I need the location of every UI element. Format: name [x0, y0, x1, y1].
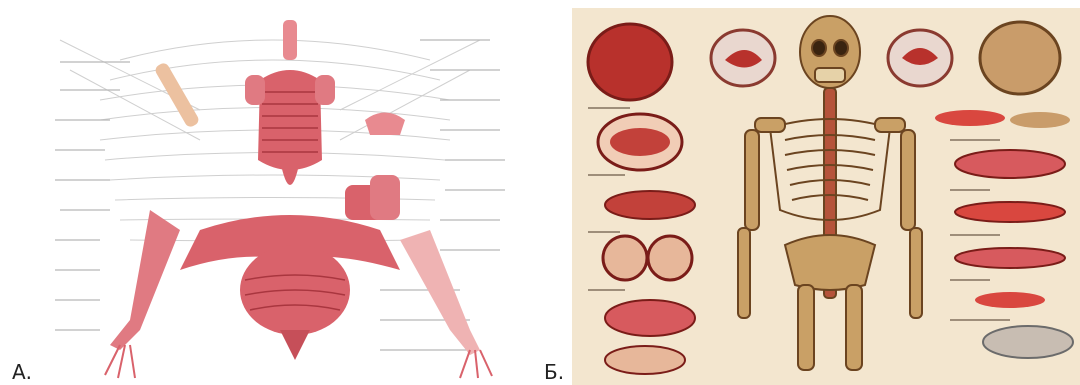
organ-right-5 [955, 248, 1065, 268]
organ-right-6 [975, 292, 1045, 308]
organ-left-3b [648, 236, 692, 280]
organ-right-7 [983, 326, 1073, 358]
organ-right-1 [935, 110, 1005, 126]
label-lines-left [55, 62, 130, 330]
upper-organ [258, 70, 322, 170]
skeleton-poster-drawing [540, 0, 1080, 385]
organ-right-3 [955, 150, 1065, 178]
organ-left-3a [603, 236, 647, 280]
muscular-anatomy-drawing [0, 0, 540, 385]
panel-b-illustration: Б. [540, 0, 1080, 385]
organ-top-4 [980, 22, 1060, 94]
right-leg-muscle [400, 230, 480, 355]
panel-a-caption: А. [12, 360, 32, 384]
left-leg-muscle [110, 210, 180, 350]
esophagus-tube [283, 20, 297, 60]
organ-left-5 [605, 346, 685, 374]
organ-left-4 [605, 300, 695, 336]
panel-a-illustration: А. [0, 0, 540, 385]
organ-top-1 [588, 24, 672, 100]
organ-right-4 [955, 202, 1065, 222]
organ-left-2 [605, 191, 695, 219]
organ-right-2 [1010, 112, 1070, 128]
small-organ [365, 113, 405, 136]
panel-b-caption: Б. [544, 360, 564, 384]
